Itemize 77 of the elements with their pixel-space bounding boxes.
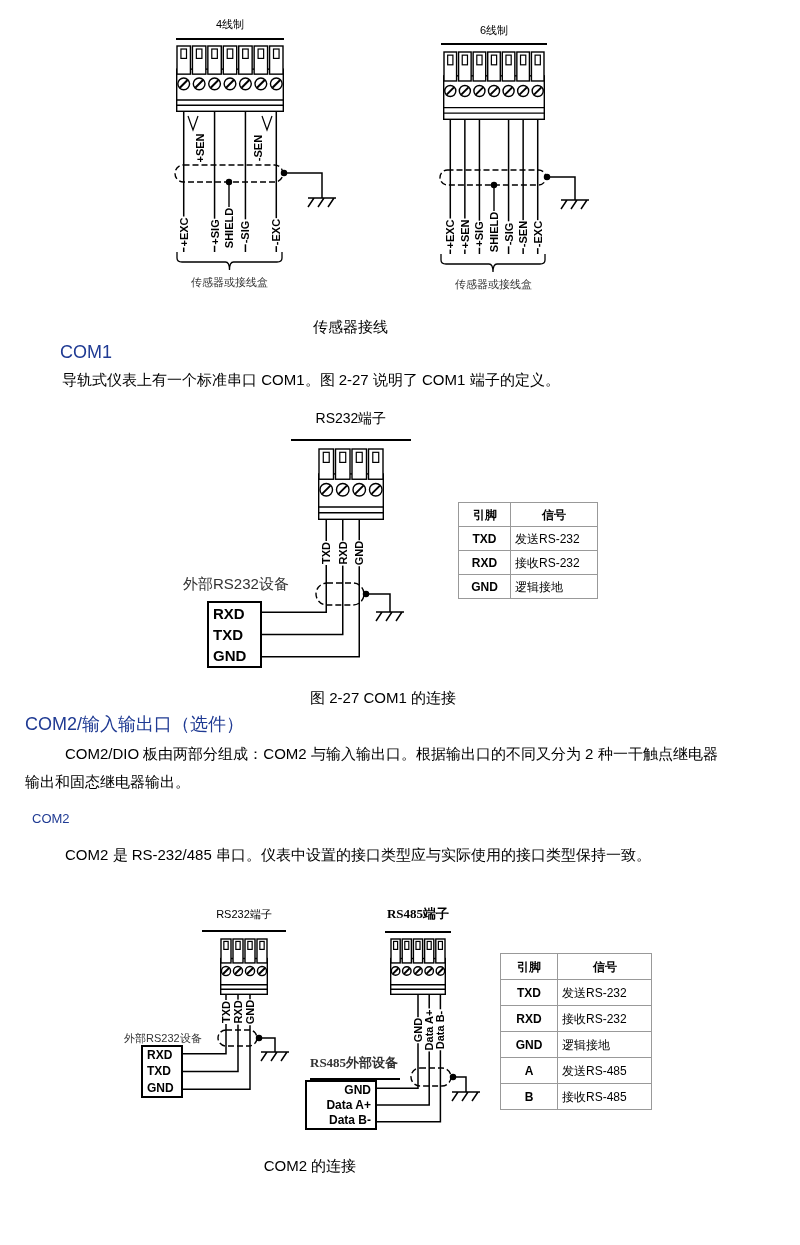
wire-label: RXD: [337, 540, 349, 566]
terminal-heading: RS232端子: [315, 410, 387, 428]
table-header-cell: 引脚: [459, 503, 511, 527]
table-cell: RXD: [501, 1006, 558, 1032]
wire-label: GND: [353, 539, 365, 567]
section-heading: COM2/输入输出口（选件）: [25, 713, 244, 736]
node-label: 传感器或接线盒: [454, 277, 532, 292]
terminal-heading: RS485端子: [386, 906, 450, 923]
pin-name: GND: [213, 648, 248, 663]
table-header-cell: 信号: [558, 954, 652, 980]
terminal-heading: RS232端子: [216, 908, 272, 922]
wire-label: SHIELD: [223, 206, 235, 250]
terminal-heading: 6线制: [479, 24, 509, 38]
wire: [261, 519, 344, 636]
figure-caption: 图 2-27 COM1 的连接: [310, 688, 456, 708]
wire-label: -EXC: [270, 217, 282, 247]
pin-name: TXD: [213, 627, 244, 642]
paragraph: 导轨式仪表上有一个标准串口 COM1。图 2-27 说明了 COM1 端子的定义。: [61, 370, 561, 390]
paragraph: COM2/DIO 板由两部分组成：COM2 与输入输出口。根据输出口的不同又分为 2 种一干触点继电器输出和固态继电器输出。: [25, 744, 719, 792]
table-cell: GND: [459, 575, 511, 599]
table-header-cell: 引脚: [501, 954, 558, 980]
terminal-heading: 4线制: [215, 18, 245, 32]
wire-label: +SEN: [194, 132, 206, 164]
wire-label: +SIG: [209, 218, 221, 246]
subsection-heading: COM2: [32, 810, 70, 828]
wire-label: -SIG: [239, 219, 251, 245]
wire-label: RXD: [232, 999, 244, 1025]
device-box: [305, 1080, 377, 1130]
wire-label: -EXC: [532, 219, 544, 249]
figure-caption: COM2 的连接: [263, 1156, 357, 1176]
wire-label: SHIELD: [488, 210, 500, 254]
wire-label: +EXC: [178, 216, 190, 248]
wire-label: Data A+: [423, 1008, 435, 1052]
pin-name: TXD: [147, 1065, 172, 1078]
wire-label: -SEN: [252, 133, 264, 163]
table-cell: 接收RS-232: [511, 551, 598, 575]
table-cell: GND: [501, 1032, 558, 1058]
table-cell: RXD: [459, 551, 511, 575]
table-cell: B: [501, 1084, 558, 1110]
pin-name: Data B-: [329, 1114, 371, 1127]
table-cell: A: [501, 1058, 558, 1084]
figure-caption: 传感器接线: [312, 317, 388, 337]
table-cell: 发送RS-485: [558, 1058, 652, 1084]
wire-label: GND: [412, 1016, 424, 1044]
wire: [261, 519, 327, 613]
table-cell: 逻辑接地: [511, 575, 598, 599]
table-cell: TXD: [501, 980, 558, 1006]
wire-label: TXD: [320, 541, 332, 565]
node-label: 传感器或接线盒: [191, 275, 268, 290]
device-label: 外部RS232设备: [124, 1032, 202, 1044]
wire-label: Data B-: [434, 1009, 446, 1051]
pin-name: GND: [147, 1081, 175, 1094]
table-cell: 接收RS-232: [558, 1006, 652, 1032]
table-cell: 接收RS-485: [558, 1084, 652, 1110]
pin-name: RXD: [147, 1049, 174, 1062]
device-label: 外部RS232设备: [183, 575, 289, 592]
table-cell: 发送RS-232: [511, 527, 598, 551]
wire-label: GND: [244, 998, 256, 1026]
table-cell: 逻辑接地: [558, 1032, 652, 1058]
wire-label: -SEN: [517, 219, 529, 249]
table-header-cell: 信号: [511, 503, 598, 527]
wire: [261, 519, 360, 658]
wire-label: -SIG: [503, 221, 515, 247]
paragraph: COM2 是 RS-232/485 串口。仪表中设置的接口类型应与实际使用的接口类型保持一致。: [64, 845, 652, 865]
device-label: RS485外部设备: [310, 1055, 399, 1070]
device-box: [141, 1045, 183, 1098]
wire-label: +EXC: [444, 218, 456, 250]
section-heading: COM1: [60, 341, 112, 364]
wire-label: +SIG: [473, 220, 485, 248]
device-box: [207, 601, 262, 668]
pin-name: Data A+: [326, 1099, 371, 1111]
wire-label: TXD: [220, 1000, 232, 1024]
pin-name: GND: [344, 1083, 371, 1096]
table-cell: TXD: [459, 527, 511, 551]
wire-label: +SEN: [459, 218, 471, 250]
table-cell: 发送RS-232: [558, 980, 652, 1006]
pin-name: RXD: [213, 606, 246, 621]
